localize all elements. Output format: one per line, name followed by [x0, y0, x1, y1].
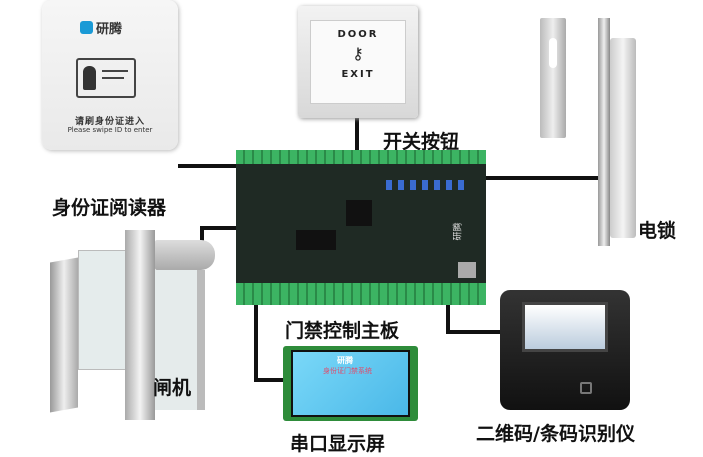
turnstile-gate: [50, 230, 230, 425]
qr-scanner: [500, 290, 630, 410]
brand-logo: 研腾: [80, 18, 122, 37]
lock-label: 电锁: [638, 220, 677, 242]
connector-scanner-board-h: [446, 330, 504, 334]
scanner-label: 二维码/条码识别仪: [476, 423, 635, 445]
board-label: 门禁控制主板: [285, 320, 400, 342]
board-brand: 研腾: [453, 222, 464, 241]
exit-button: DOOR ⚷ EXIT: [298, 6, 418, 118]
id-card-reader: 研腾 请刷身份证进入 Please swipe ID to enter: [42, 0, 178, 150]
connector-screen-board-h: [254, 378, 286, 382]
connector-scanner-board: [446, 300, 450, 334]
id-card-icon: [76, 58, 136, 98]
door-button-label: 开关按钮: [383, 131, 460, 153]
connector-screen-board: [254, 298, 258, 382]
screen-title: 身份证门禁系统: [323, 367, 372, 375]
serial-display: 研腾 身份证门禁系统: [283, 346, 418, 421]
id-reader-label: 身份证阅读器: [52, 197, 167, 219]
reader-prompt-en: Please swipe ID to enter: [67, 126, 153, 134]
connector-reader-board: [178, 164, 238, 168]
connector-gate-board: [200, 226, 240, 230]
electric-lock: [540, 18, 640, 248]
connector-button-board: [355, 118, 359, 154]
key-icon: ⚷: [352, 44, 364, 63]
screen-label: 串口显示屏: [290, 433, 386, 455]
door-text: DOOR: [337, 29, 379, 40]
gate-label: 闸机: [153, 377, 192, 399]
control-board: 研腾: [236, 150, 486, 305]
exit-text: EXIT: [341, 69, 375, 80]
connector-lock-board: [482, 176, 600, 180]
screen-brand: 研腾: [337, 356, 353, 365]
logo-icon: [80, 21, 93, 34]
reader-prompt-cn: 请刷身份证进入: [74, 117, 145, 127]
